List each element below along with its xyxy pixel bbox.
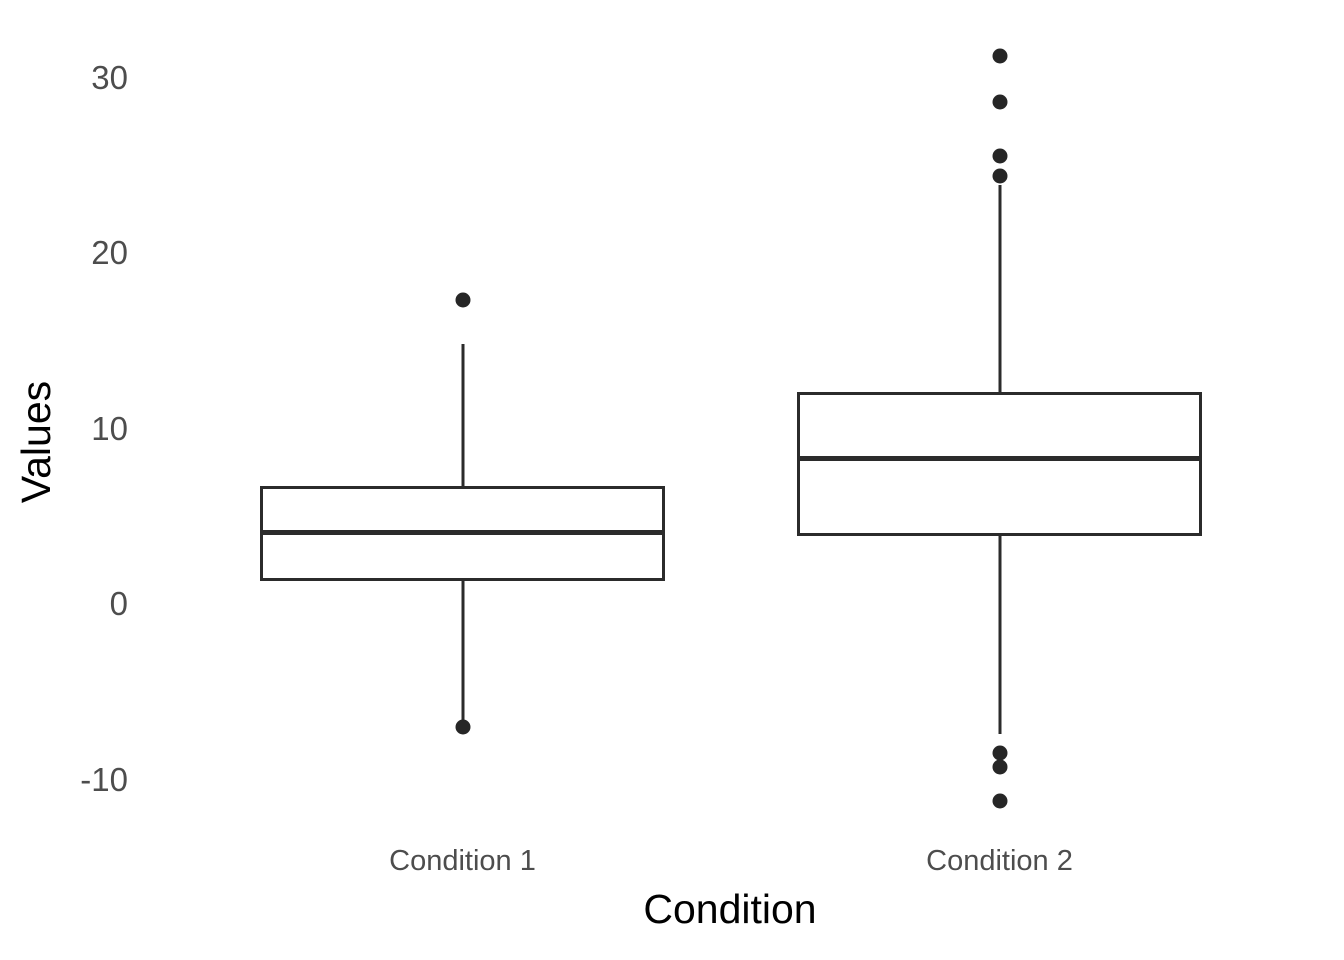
upper-whisker [998, 184, 1001, 392]
outlier-point [455, 292, 470, 308]
y-axis-tick-label: 20 [91, 234, 128, 271]
y-axis-tick-label: -10 [80, 760, 128, 798]
outlier-point [992, 745, 1007, 761]
outlier-point [992, 168, 1007, 184]
median-line [260, 529, 665, 535]
median-line [797, 455, 1202, 461]
upper-whisker [461, 344, 464, 487]
box-iqr [797, 391, 1202, 536]
outlier-point [992, 94, 1007, 110]
outlier-point [992, 759, 1007, 775]
x-axis-tick-label: Condition 2 [926, 845, 1073, 877]
x-axis-title: Condition [643, 886, 817, 932]
outlier-point [455, 719, 470, 735]
y-axis-tick-label: 0 [109, 585, 128, 622]
y-axis-tick-label: 10 [91, 409, 128, 447]
outlier-point [992, 48, 1007, 64]
y-axis-tick-label: 30 [91, 58, 128, 96]
lower-whisker [461, 581, 464, 720]
x-axis-tick-label: Condition 1 [389, 845, 536, 877]
lower-whisker [998, 535, 1001, 734]
outlier-point [992, 148, 1007, 164]
outlier-point [992, 793, 1007, 809]
